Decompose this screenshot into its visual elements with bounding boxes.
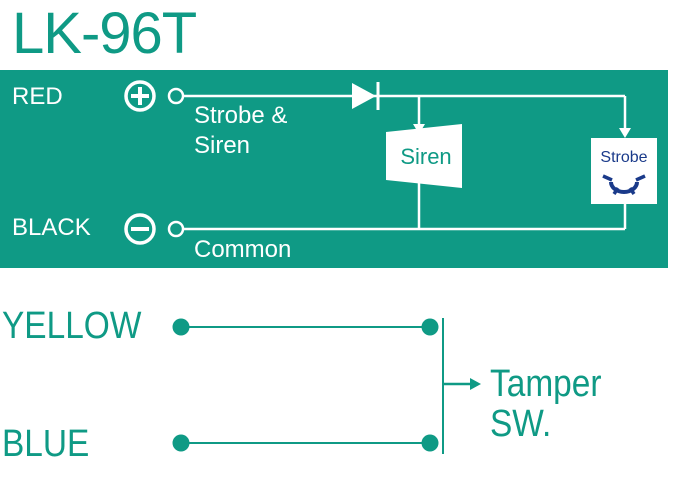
blue-tamper-wire	[172, 434, 439, 452]
red-terminal-node	[167, 87, 185, 105]
black-terminal-node	[167, 220, 185, 238]
diode-icon	[352, 82, 380, 110]
positive-terminal-icon	[124, 80, 156, 112]
common-label: Common	[194, 236, 292, 263]
black-wire-label: BLACK	[12, 214, 91, 241]
blue-wire-label: BLUE	[2, 423, 90, 465]
strobe-siren-label-line2: Siren	[194, 132, 251, 159]
siren-box: Siren	[386, 124, 462, 188]
tamper-arrow-icon	[443, 378, 481, 390]
tamper-switch-label: Tamper SW.	[490, 363, 602, 445]
strobe-feed-arrow	[619, 128, 631, 138]
red-wire-label: RED	[12, 83, 63, 110]
yellow-tamper-wire	[172, 318, 439, 336]
negative-terminal-icon	[124, 213, 156, 245]
strobe-light-icon	[602, 174, 646, 195]
yellow-wire-label: YELLOW	[2, 305, 142, 347]
strobe-siren-label-line1: Strobe &	[194, 102, 288, 129]
wiring-panel	[0, 70, 668, 268]
model-title: LK-96T	[12, 1, 197, 66]
siren-box-label: Siren	[400, 144, 451, 169]
strobe-box-label: Strobe	[600, 149, 647, 166]
strobe-box: Strobe	[591, 138, 657, 204]
